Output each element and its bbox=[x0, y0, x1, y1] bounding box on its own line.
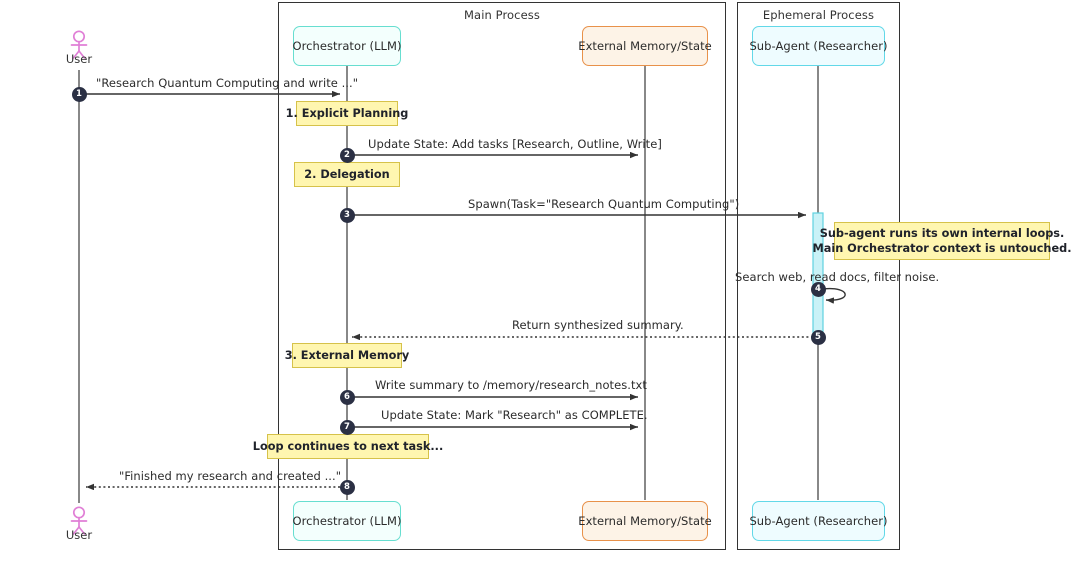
message-arrow-4-self-loop bbox=[822, 287, 846, 304]
sequence-badge-6: 6 bbox=[339, 389, 355, 405]
message-label-5: Return synthesized summary. bbox=[512, 318, 684, 332]
participant-external-memory-top[interactable]: External Memory/State bbox=[578, 26, 712, 66]
boundary-box-main-process bbox=[278, 2, 726, 550]
note-line: Loop continues to next task... bbox=[252, 440, 444, 453]
actor-icon-user-top bbox=[70, 30, 88, 59]
sequence-badge-3: 3 bbox=[339, 207, 355, 223]
note-external-memory: 3. External Memory bbox=[285, 343, 409, 368]
participant-orchestrator-top[interactable]: Orchestrator (LLM) bbox=[292, 26, 401, 66]
participant-sub-agent-bottom[interactable]: Sub-Agent (Researcher) bbox=[749, 501, 888, 541]
note-line: 3. External Memory bbox=[284, 349, 410, 362]
message-label-1: "Research Quantum Computing and write ..… bbox=[96, 76, 359, 90]
message-label-8: "Finished my research and created ..." bbox=[119, 469, 342, 483]
note-line: 1. Explicit Planning bbox=[285, 107, 409, 120]
boundary-box-ephemeral-process bbox=[737, 2, 900, 550]
participant-sub-agent-top[interactable]: Sub-Agent (Researcher) bbox=[749, 26, 888, 66]
message-label-4: Search web, read docs, filter noise. bbox=[735, 270, 940, 284]
note-sub-agent-loops: Sub-agent runs its own internal loops. M… bbox=[812, 222, 1072, 260]
note-line: Sub-agent runs its own internal loops. bbox=[819, 227, 1065, 240]
participant-orchestrator-bottom[interactable]: Orchestrator (LLM) bbox=[292, 501, 401, 541]
message-label-3: Spawn(Task="Research Quantum Computing") bbox=[468, 197, 740, 211]
boundary-title-ephemeral-process: Ephemeral Process bbox=[762, 8, 875, 22]
actor-label-user-bottom: User bbox=[65, 528, 93, 542]
note-loop-continues: Loop continues to next task... bbox=[253, 434, 443, 459]
note-explicit-planning: 1. Explicit Planning bbox=[286, 101, 408, 126]
sequence-badge-5: 5 bbox=[810, 329, 826, 345]
sequence-badge-2: 2 bbox=[339, 147, 355, 163]
sequence-badge-1: 1 bbox=[71, 86, 87, 102]
actor-label-user-top: User bbox=[65, 52, 93, 66]
note-delegation: 2. Delegation bbox=[294, 162, 400, 187]
note-line: Main Orchestrator context is untouched. bbox=[812, 242, 1072, 255]
actor-icon-user-bottom bbox=[70, 506, 88, 535]
message-label-7: Update State: Mark "Research" as COMPLET… bbox=[381, 408, 648, 422]
boundary-title-main-process: Main Process bbox=[464, 8, 540, 22]
note-line: 2. Delegation bbox=[304, 168, 390, 181]
sequence-badge-7: 7 bbox=[339, 419, 355, 435]
participant-external-memory-bottom[interactable]: External Memory/State bbox=[578, 501, 712, 541]
sequence-badge-8: 8 bbox=[339, 479, 355, 495]
message-label-2: Update State: Add tasks [Research, Outli… bbox=[368, 137, 662, 151]
sequence-badge-4: 4 bbox=[810, 281, 826, 297]
message-label-6: Write summary to /memory/research_notes.… bbox=[375, 378, 647, 392]
